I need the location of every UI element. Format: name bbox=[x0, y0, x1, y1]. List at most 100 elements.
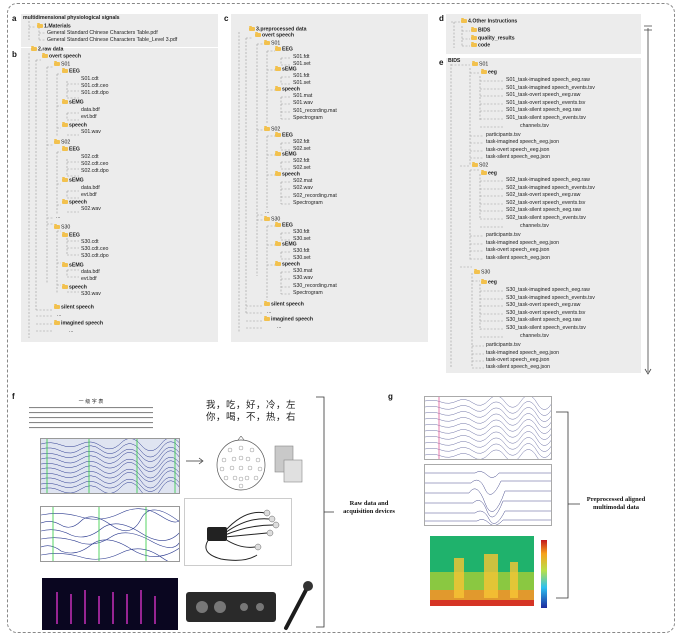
tree-folder-eeg[interactable]: eeg bbox=[481, 169, 497, 177]
tree-folder-imagined-speech[interactable]: imagined speech bbox=[264, 315, 313, 323]
tree-file[interactable]: S01.wav bbox=[81, 129, 101, 135]
tree-file[interactable]: task-imagined speech_eeg.json bbox=[486, 350, 559, 356]
tree-file[interactable]: S02.wav bbox=[81, 206, 101, 212]
tree-folder-silent-speech[interactable]: silent speech bbox=[264, 300, 304, 308]
tree-folder-eeg[interactable]: EEG bbox=[62, 67, 80, 75]
tree-file[interactable]: S02.mat bbox=[293, 178, 313, 184]
tree-folder-speech[interactable]: speech bbox=[62, 198, 87, 206]
tree-file[interactable]: channels.tsv bbox=[520, 123, 549, 129]
tree-file[interactable]: S30.set bbox=[293, 255, 311, 261]
tree-file[interactable]: S01_task-silent speech_eeg.raw bbox=[506, 107, 581, 113]
tree-folder-semg[interactable]: sEMG bbox=[62, 176, 84, 184]
tree-file[interactable]: S30.cdt bbox=[81, 239, 99, 245]
tree-folder-speech[interactable]: speech bbox=[275, 260, 300, 268]
tree-folder-speech[interactable]: speech bbox=[62, 121, 87, 129]
tree-file[interactable]: S30.wav bbox=[293, 275, 313, 281]
tree-file[interactable]: S01.set bbox=[293, 80, 311, 86]
tree-file[interactable]: S01_task-imagined speech_events.tsv bbox=[506, 85, 595, 91]
tree-file[interactable]: S30_task-imagined speech_eeg.raw bbox=[506, 287, 590, 293]
tree-folder-eeg[interactable]: EEG bbox=[62, 145, 80, 153]
tree-file[interactable]: participants.tsv bbox=[486, 342, 521, 348]
tree-folder-s30[interactable]: S30 bbox=[474, 268, 490, 276]
tree-folder-semg[interactable]: sEMG bbox=[62, 261, 84, 269]
tree-file[interactable]: data.bdf bbox=[81, 269, 100, 275]
tree-folder-materials[interactable]: 1.Materials bbox=[37, 22, 71, 30]
tree-file[interactable]: evt.bdf bbox=[81, 276, 97, 282]
tree-folder-overt-speech[interactable]: overt speech bbox=[42, 52, 81, 60]
tree-file[interactable]: S01.fdt bbox=[293, 73, 310, 79]
tree-file[interactable]: S30.mat bbox=[293, 268, 313, 274]
tree-file[interactable]: S01.wav bbox=[293, 100, 313, 106]
tree-folder-semg[interactable]: sEMG bbox=[275, 240, 297, 248]
tree-folder-semg[interactable]: sEMG bbox=[62, 98, 84, 106]
tree-file[interactable]: S01.mat bbox=[293, 93, 313, 99]
tree-folder-eeg[interactable]: eeg bbox=[481, 278, 497, 286]
tree-file[interactable]: task-overt speech_eeg.json bbox=[486, 147, 550, 153]
tree-file[interactable]: task-overt speech_eeg.json bbox=[486, 247, 550, 253]
tree-folder-eeg[interactable]: EEG bbox=[275, 131, 293, 139]
tree-file[interactable]: S30.fdt bbox=[293, 229, 310, 235]
tree-folder-preprocessed[interactable]: 3.preprocessed data bbox=[249, 25, 306, 33]
tree-folder-speech[interactable]: speech bbox=[275, 170, 300, 178]
tree-file[interactable]: S02.set bbox=[293, 165, 311, 171]
tree-folder-s01[interactable]: S01 bbox=[472, 60, 488, 68]
tree-file[interactable]: task-silent speech_eeg.json bbox=[486, 154, 551, 160]
tree-folder-bids[interactable]: BIDS bbox=[471, 26, 490, 34]
tree-folder-eeg[interactable]: EEG bbox=[275, 45, 293, 53]
tree-file[interactable]: S01.cdt.ceo bbox=[81, 83, 109, 89]
tree-file[interactable]: S02.cdt bbox=[81, 154, 99, 160]
tree-file[interactable]: S01_task-silent speech_events.tsv bbox=[506, 115, 586, 121]
tree-file[interactable]: S30.wav bbox=[81, 291, 101, 297]
tree-folder-speech[interactable]: speech bbox=[62, 283, 87, 291]
tree-folder-imagined-speech[interactable]: imagined speech bbox=[54, 319, 103, 327]
tree-file[interactable]: S02_task-imagined speech_events.tsv bbox=[506, 185, 595, 191]
tree-file[interactable]: S01.cdt bbox=[81, 76, 99, 82]
tree-file[interactable]: S02_task-overt speech_events.tsv bbox=[506, 200, 586, 206]
tree-file[interactable]: S30_task-silent speech_events.tsv bbox=[506, 325, 586, 331]
tree-folder-other-instructions[interactable]: 4.Other Instructions bbox=[461, 17, 517, 25]
tree-folder-eeg[interactable]: eeg bbox=[481, 68, 497, 76]
tree-file[interactable]: channels.tsv bbox=[520, 223, 549, 229]
tree-file[interactable]: data.bdf bbox=[81, 185, 100, 191]
tree-folder-s02[interactable]: S02 bbox=[472, 161, 488, 169]
tree-folder-semg[interactable]: sEMG bbox=[275, 65, 297, 73]
tree-file[interactable]: S02.fdt bbox=[293, 139, 310, 145]
tree-file[interactable]: S30.cdt.ceo bbox=[81, 246, 109, 252]
tree-file[interactable]: S02.set bbox=[293, 146, 311, 152]
tree-file[interactable]: S30.fdt bbox=[293, 248, 310, 254]
tree-file[interactable]: S01_task-overt speech_eeg.raw bbox=[506, 92, 581, 98]
tree-folder-s30[interactable]: S30 bbox=[54, 223, 70, 231]
tree-file[interactable]: Spectrogram bbox=[293, 200, 323, 206]
tree-file[interactable]: S30_task-silent speech_eeg.raw bbox=[506, 317, 581, 323]
tree-file[interactable]: S01_task-imagined speech_eeg.raw bbox=[506, 77, 590, 83]
tree-file[interactable]: task-silent speech_eeg.json bbox=[486, 255, 551, 261]
tree-file[interactable]: participants.tsv bbox=[486, 132, 521, 138]
tree-file[interactable]: S02_task-overt speech_eeg.raw bbox=[506, 192, 581, 198]
tree-folder-speech[interactable]: speech bbox=[275, 85, 300, 93]
tree-file[interactable]: task-imagined speech_eeg.json bbox=[486, 240, 559, 246]
tree-folder-s02[interactable]: S02 bbox=[264, 125, 280, 133]
tree-file[interactable]: S02_recording.mat bbox=[293, 193, 337, 199]
tree-folder-s01[interactable]: S01 bbox=[54, 60, 70, 68]
tree-folder-code[interactable]: code bbox=[471, 41, 490, 49]
tree-file[interactable]: S30_task-imagined speech_events.tsv bbox=[506, 295, 595, 301]
tree-file[interactable]: participants.tsv bbox=[486, 232, 521, 238]
tree-file[interactable]: S02.fdt bbox=[293, 158, 310, 164]
tree-file[interactable]: Spectrogram bbox=[293, 115, 323, 121]
tree-file[interactable]: General Standard Chinese Characters Tabl… bbox=[47, 37, 178, 43]
tree-folder-semg[interactable]: sEMG bbox=[275, 150, 297, 158]
tree-file[interactable]: S01_task-overt speech_events.tsv bbox=[506, 100, 586, 106]
tree-folder-silent-speech[interactable]: silent speech bbox=[54, 303, 94, 311]
tree-folder-s30[interactable]: S30 bbox=[264, 215, 280, 223]
tree-folder-eeg[interactable]: EEG bbox=[275, 221, 293, 229]
tree-file[interactable]: task-silent speech_eeg.json bbox=[486, 364, 551, 370]
tree-file[interactable]: S30_task-overt speech_eeg.raw bbox=[506, 302, 581, 308]
tree-file[interactable]: S30.set bbox=[293, 236, 311, 242]
tree-file[interactable]: channels.tsv bbox=[520, 333, 549, 339]
tree-file[interactable]: evt.bdf bbox=[81, 114, 97, 120]
tree-folder-overt-speech[interactable]: overt speech bbox=[255, 31, 294, 39]
tree-file[interactable]: S02_task-imagined speech_eeg.raw bbox=[506, 177, 590, 183]
tree-file[interactable]: S02_task-silent speech_eeg.raw bbox=[506, 207, 581, 213]
tree-file[interactable]: S30_recording.mat bbox=[293, 283, 337, 289]
tree-folder-raw-data[interactable]: 2.raw data bbox=[31, 45, 63, 53]
